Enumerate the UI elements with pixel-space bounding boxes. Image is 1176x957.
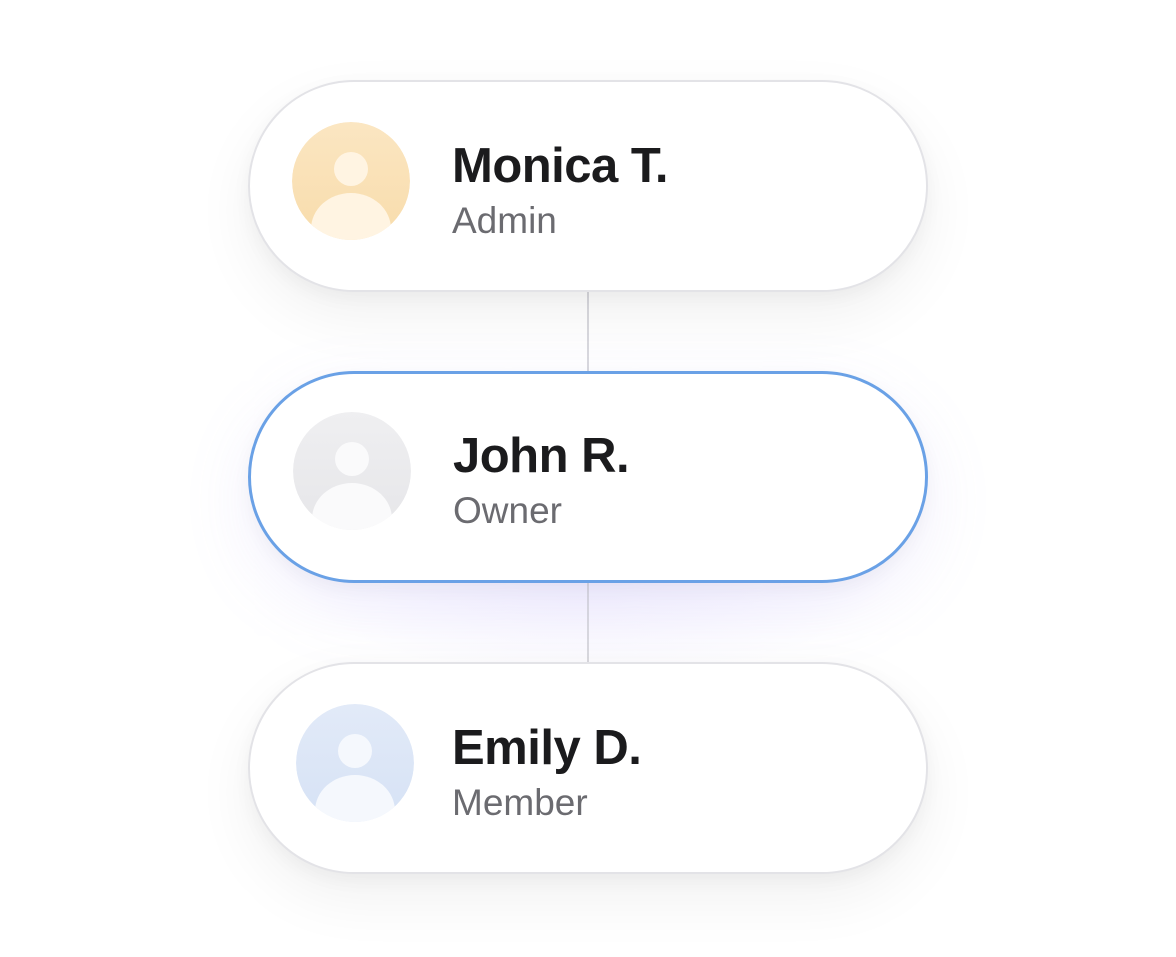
member-role: Member xyxy=(452,782,588,823)
member-role: Admin xyxy=(452,200,557,241)
connector-line-1 xyxy=(587,292,589,372)
connector-line-2 xyxy=(587,582,589,662)
user-avatar-icon xyxy=(293,412,411,530)
member-role: Owner xyxy=(453,490,562,531)
member-card-monica[interactable]: Monica T. Admin xyxy=(248,80,928,292)
member-card-john[interactable]: John R. Owner xyxy=(248,371,928,583)
user-avatar-icon xyxy=(292,122,410,240)
member-card-emily[interactable]: Emily D. Member xyxy=(248,662,928,874)
member-name: Emily D. xyxy=(452,721,642,775)
user-avatar-icon xyxy=(296,704,414,822)
member-name: Monica T. xyxy=(452,139,669,193)
member-name: John R. xyxy=(453,429,630,483)
